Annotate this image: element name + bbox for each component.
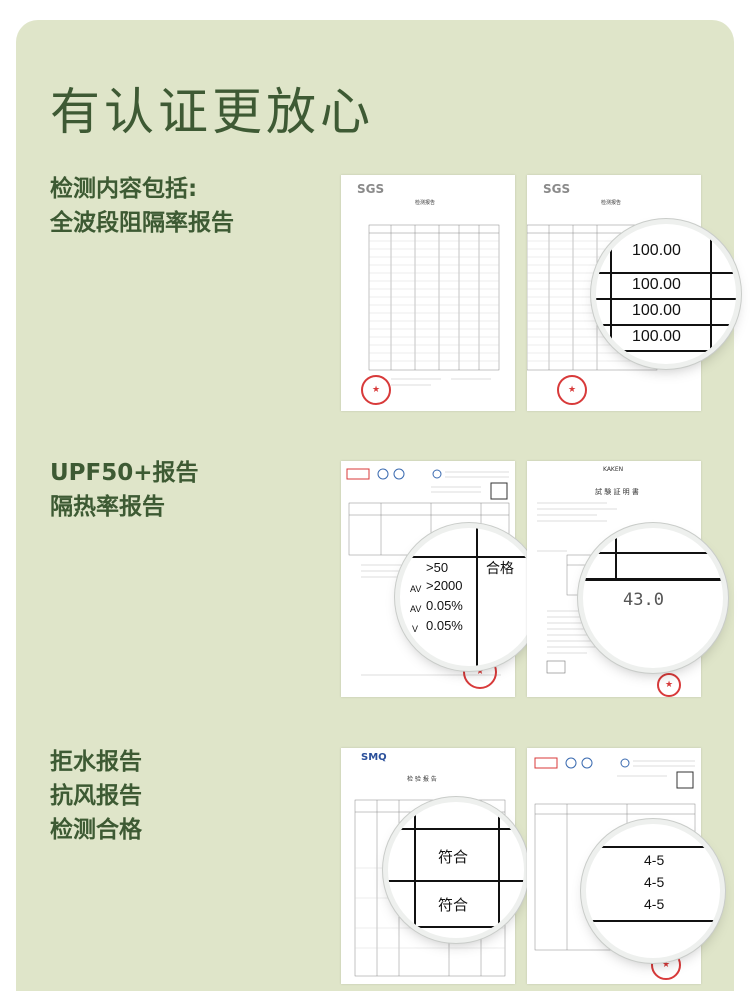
magnifier-upf: >50 合格 AV >2000 AV 0.05% V 0.05% <box>400 528 538 666</box>
section-line: 隔热率报告 <box>50 494 165 520</box>
table-line <box>586 920 720 922</box>
table-line <box>583 578 723 581</box>
magnified-value: 100.00 <box>632 328 681 345</box>
magnifier-jp: 43.0 <box>583 528 723 668</box>
magnified-value: 符合 <box>438 848 469 866</box>
report-table-graphic <box>368 224 500 386</box>
magnified-value: 0.05% <box>426 598 463 613</box>
table-line <box>596 298 736 300</box>
magnified-value: >50 <box>426 560 449 575</box>
table-line <box>586 846 720 848</box>
section-line: 全波段阻隔率报告 <box>50 210 234 236</box>
sgs-report-document: SGS 检测报告 ★ <box>341 175 515 411</box>
magnified-value: 100.00 <box>632 242 681 259</box>
magnified-value: 4-5 <box>644 874 665 890</box>
table-line <box>583 552 723 554</box>
magnified-value: 4-5 <box>644 852 665 868</box>
table-line <box>414 802 416 938</box>
value-prefix: AV <box>410 584 422 594</box>
magnified-value: 4-5 <box>644 896 665 912</box>
table-line <box>400 556 538 558</box>
magnified-value: 100.00 <box>632 302 681 319</box>
section-line: 拒水报告 <box>50 749 142 775</box>
sgs-logo: SGS <box>543 182 571 196</box>
value-prefix: V <box>412 624 419 634</box>
page-title: 有认证更放心 <box>50 83 374 141</box>
table-line <box>710 224 712 364</box>
table-line <box>596 350 736 352</box>
report-heading: 检 验 报 告 <box>407 776 437 783</box>
magnifier-sgs: 100.00 100.00 100.00 100.00 <box>596 224 736 364</box>
table-line <box>610 224 612 364</box>
table-line <box>388 828 524 830</box>
section-line: 检测合格 <box>50 817 142 843</box>
report-heading: 检测报告 <box>415 200 436 206</box>
stamp-icon: ★ <box>361 375 391 405</box>
magnified-value: 100.00 <box>632 276 681 293</box>
table-line <box>388 880 524 882</box>
value-prefix: AV <box>410 604 422 614</box>
magnifier-grade: 4-5 4-5 4-5 <box>586 824 720 958</box>
section-water-wind-report: 拒水报告 抗风报告 检测合格 <box>50 745 142 847</box>
jp-header: KAKEN <box>603 466 624 473</box>
stamp-icon: ★ <box>657 673 681 697</box>
table-line <box>596 324 736 326</box>
magnified-value: 43.0 <box>623 590 664 610</box>
magnifier-smq: 符合 符合 <box>388 802 524 938</box>
report-heading: 检测报告 <box>601 200 622 206</box>
upf-result: 合格 <box>486 561 514 577</box>
jp-title: 試 験 証 明 書 <box>595 488 639 496</box>
section-line: 抗风报告 <box>50 783 142 809</box>
section-line: 检测内容包括: <box>50 176 198 202</box>
section-upf-report: UPF50+报告 隔热率报告 <box>50 456 199 524</box>
table-line <box>615 528 617 580</box>
magnified-value: 0.05% <box>426 618 463 633</box>
table-line <box>498 802 500 938</box>
section-certification-content: 检测内容包括: 全波段阻隔率报告 <box>50 172 234 240</box>
stamp-icon: ★ <box>557 375 587 405</box>
table-line <box>388 926 524 928</box>
smq-logo: SMQ <box>361 752 387 763</box>
magnified-value: >2000 <box>426 578 463 593</box>
table-line <box>596 272 736 274</box>
magnified-value: 符合 <box>438 896 469 914</box>
sgs-logo: SGS <box>357 182 385 196</box>
table-line <box>476 528 478 666</box>
section-line: UPF50+报告 <box>50 460 199 486</box>
